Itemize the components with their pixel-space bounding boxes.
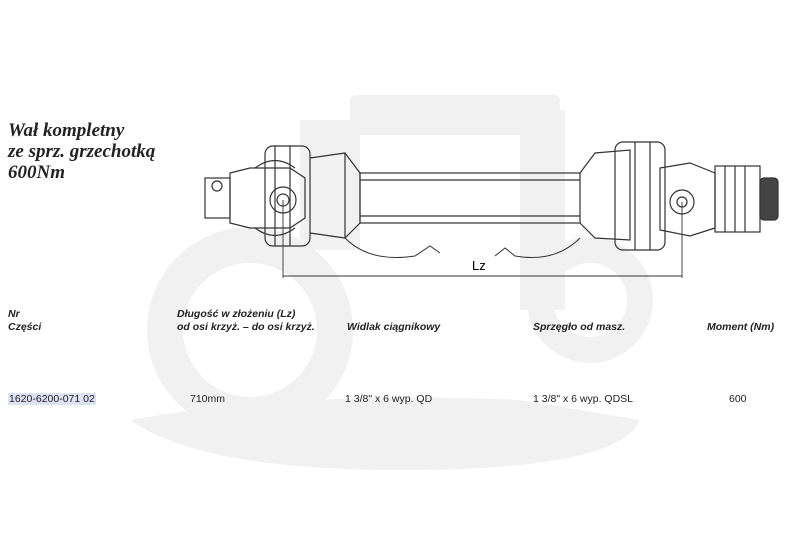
cell-tractor-yoke: 1 3/8" x 6 wyp. QD	[345, 393, 433, 405]
cell-part-no[interactable]: 1620-6200-071 02	[8, 393, 96, 405]
tractor-yoke	[204, 159, 306, 237]
header-length-line1: Długość w złożeniu (Lz)	[177, 308, 296, 320]
pto-shaft-drawing: Lz	[204, 141, 779, 278]
safety-chains	[344, 237, 581, 259]
title-line-1: Wał kompletny	[8, 120, 125, 141]
title-line-2: ze sprz. grzechotką	[8, 141, 156, 162]
header-part-no-line2: Części	[8, 321, 42, 333]
header-torque: Moment (Nm)	[707, 321, 775, 333]
product-title: Wał kompletny ze sprz. grzechotką 600Nm	[8, 120, 155, 183]
header-machine-clutch: Sprzęgło od masz.	[533, 321, 626, 333]
header-part-no: Nr Części	[8, 308, 41, 334]
telescopic-tube	[359, 172, 581, 224]
header-part-no-line1: Nr	[8, 308, 20, 320]
cell-length: 710mm	[190, 393, 226, 405]
dimension-lz-label: Lz	[472, 258, 486, 273]
ratchet-clutch	[659, 162, 779, 237]
dimension-lz	[282, 200, 683, 278]
cell-machine-clutch: 1 3/8" x 6 wyp. QDSL	[533, 393, 634, 405]
right-guard	[579, 141, 666, 251]
header-length: Długość w złożeniu (Lz) od osi krzyż. – …	[177, 308, 315, 334]
title-line-3: 600Nm	[8, 162, 65, 183]
header-tractor-yoke: Widlak ciągnikowy	[347, 321, 441, 333]
header-length-line2: od osi krzyż. – do osi krzyż.	[177, 321, 315, 333]
cell-torque: 600	[729, 393, 747, 405]
